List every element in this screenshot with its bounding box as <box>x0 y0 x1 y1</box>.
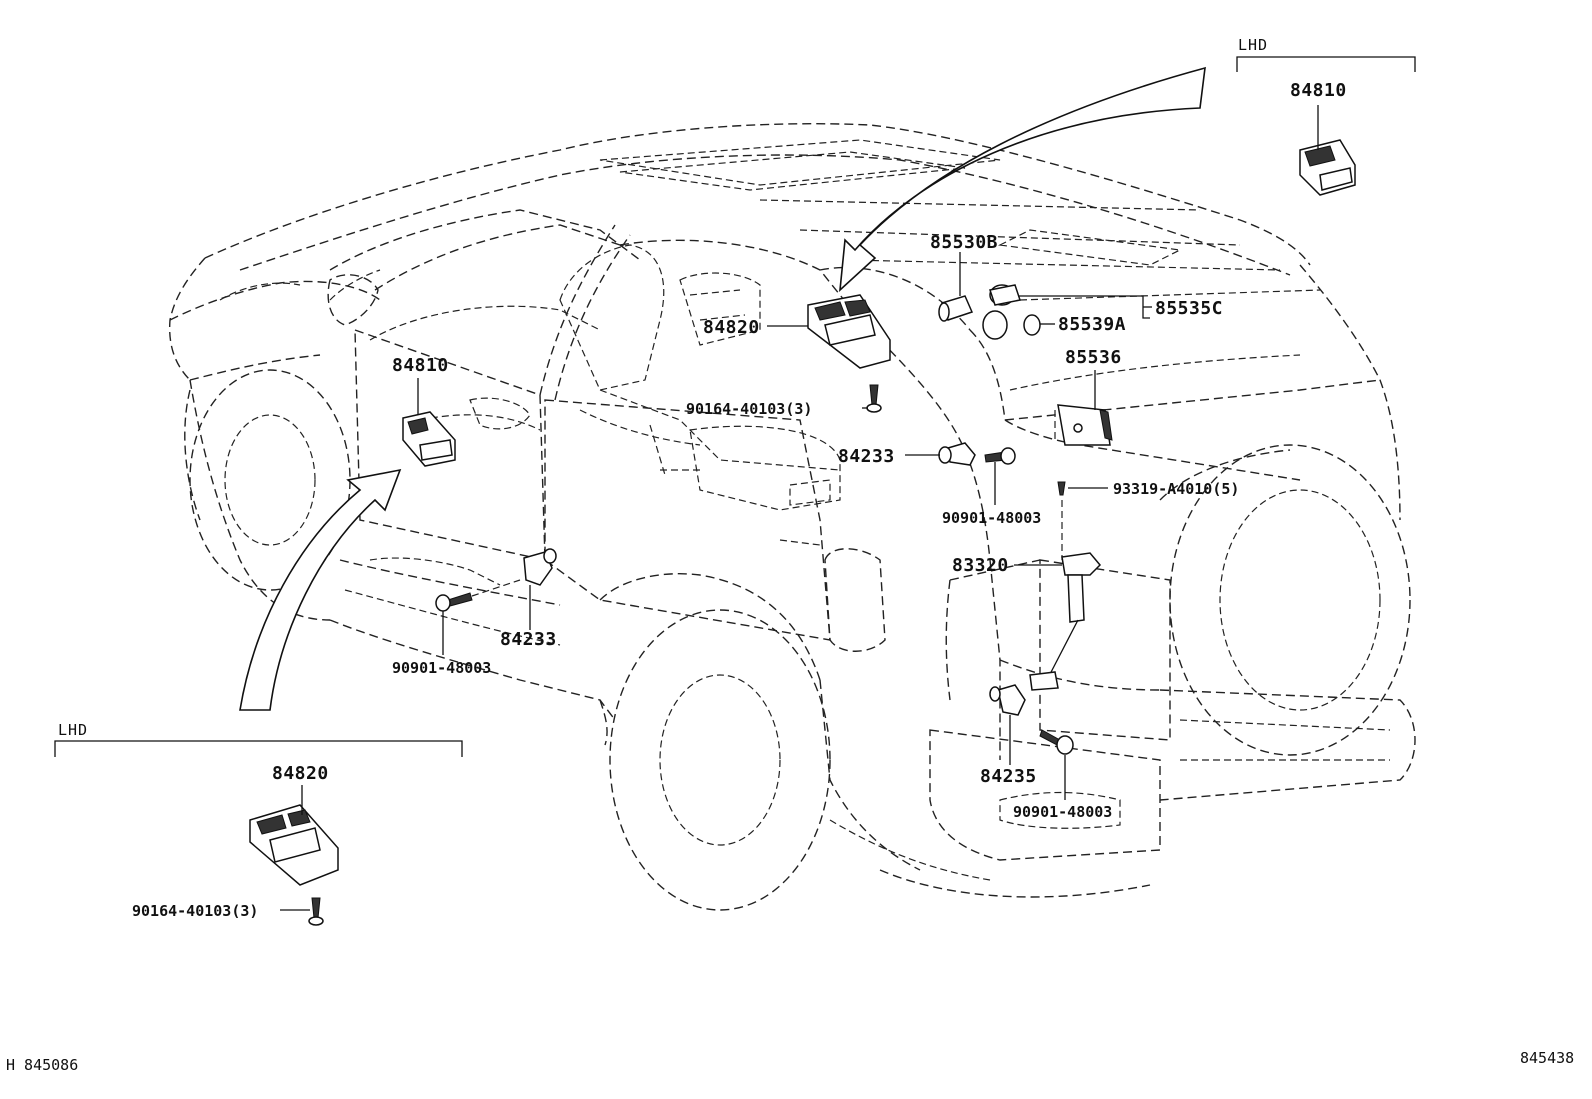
lhd-bracket-bottom <box>54 740 463 757</box>
footer-left-code: H 845086 <box>6 1056 78 1074</box>
label-84235: 84235 <box>980 766 1037 787</box>
label-85536: 85536 <box>1065 347 1122 368</box>
label-84233-left: 84233 <box>500 629 557 650</box>
lhd-label-bottom: LHD <box>58 721 88 739</box>
switch-84810-left <box>402 378 456 467</box>
label-93319: 93319-A4010(5) <box>1113 480 1239 498</box>
switch-84810-lhd <box>1299 105 1356 196</box>
label-83320: 83320 <box>952 555 1009 576</box>
screw-90164-lhd <box>280 897 324 926</box>
arrow-to-switch-84820 <box>838 66 1206 293</box>
bolt-90901-center <box>984 447 1016 505</box>
label-85539a: 85539A <box>1058 314 1126 335</box>
sensor-83320 <box>1014 552 1102 691</box>
label-85535c: 85535C <box>1155 298 1223 319</box>
label-90164-center: 90164-40103(3) <box>686 400 812 418</box>
switch-84233-right <box>905 442 976 466</box>
arrow-to-switch-84810 <box>239 468 402 711</box>
ring-85539a <box>1023 314 1055 336</box>
label-84820-bottom: 84820 <box>272 763 329 784</box>
label-90164-bottom: 90164-40103(3) <box>132 902 258 920</box>
label-84233-right: 84233 <box>838 446 895 467</box>
switch-84233-left <box>523 548 557 630</box>
lhd-bracket-top <box>1236 56 1416 72</box>
lhd-label-top: LHD <box>1238 36 1268 54</box>
label-85530b: 85530B <box>930 232 998 253</box>
label-84820-center: 84820 <box>703 317 760 338</box>
switch-84235 <box>989 684 1026 765</box>
socket-85535c <box>982 284 1152 340</box>
label-90901-center: 90901-48003 <box>942 509 1041 527</box>
label-84810-top: 84810 <box>1290 80 1347 101</box>
footer-right-code: 845438 <box>1520 1049 1574 1067</box>
switch-84820-lhd <box>249 785 339 886</box>
label-90901-rear: 90901-48003 <box>1013 803 1112 821</box>
bulb-85530b <box>938 252 974 322</box>
screw-93319 <box>1057 481 1108 560</box>
label-90901-left: 90901-48003 <box>392 659 491 677</box>
label-84810-left: 84810 <box>392 355 449 376</box>
switch-84820-center <box>767 294 891 369</box>
lamp-85536 <box>1054 370 1113 446</box>
screw-90164-center <box>862 384 882 413</box>
vehicle-outline <box>168 123 1416 911</box>
bolt-90901-left <box>435 579 521 655</box>
bolt-90901-rear <box>1039 729 1074 800</box>
